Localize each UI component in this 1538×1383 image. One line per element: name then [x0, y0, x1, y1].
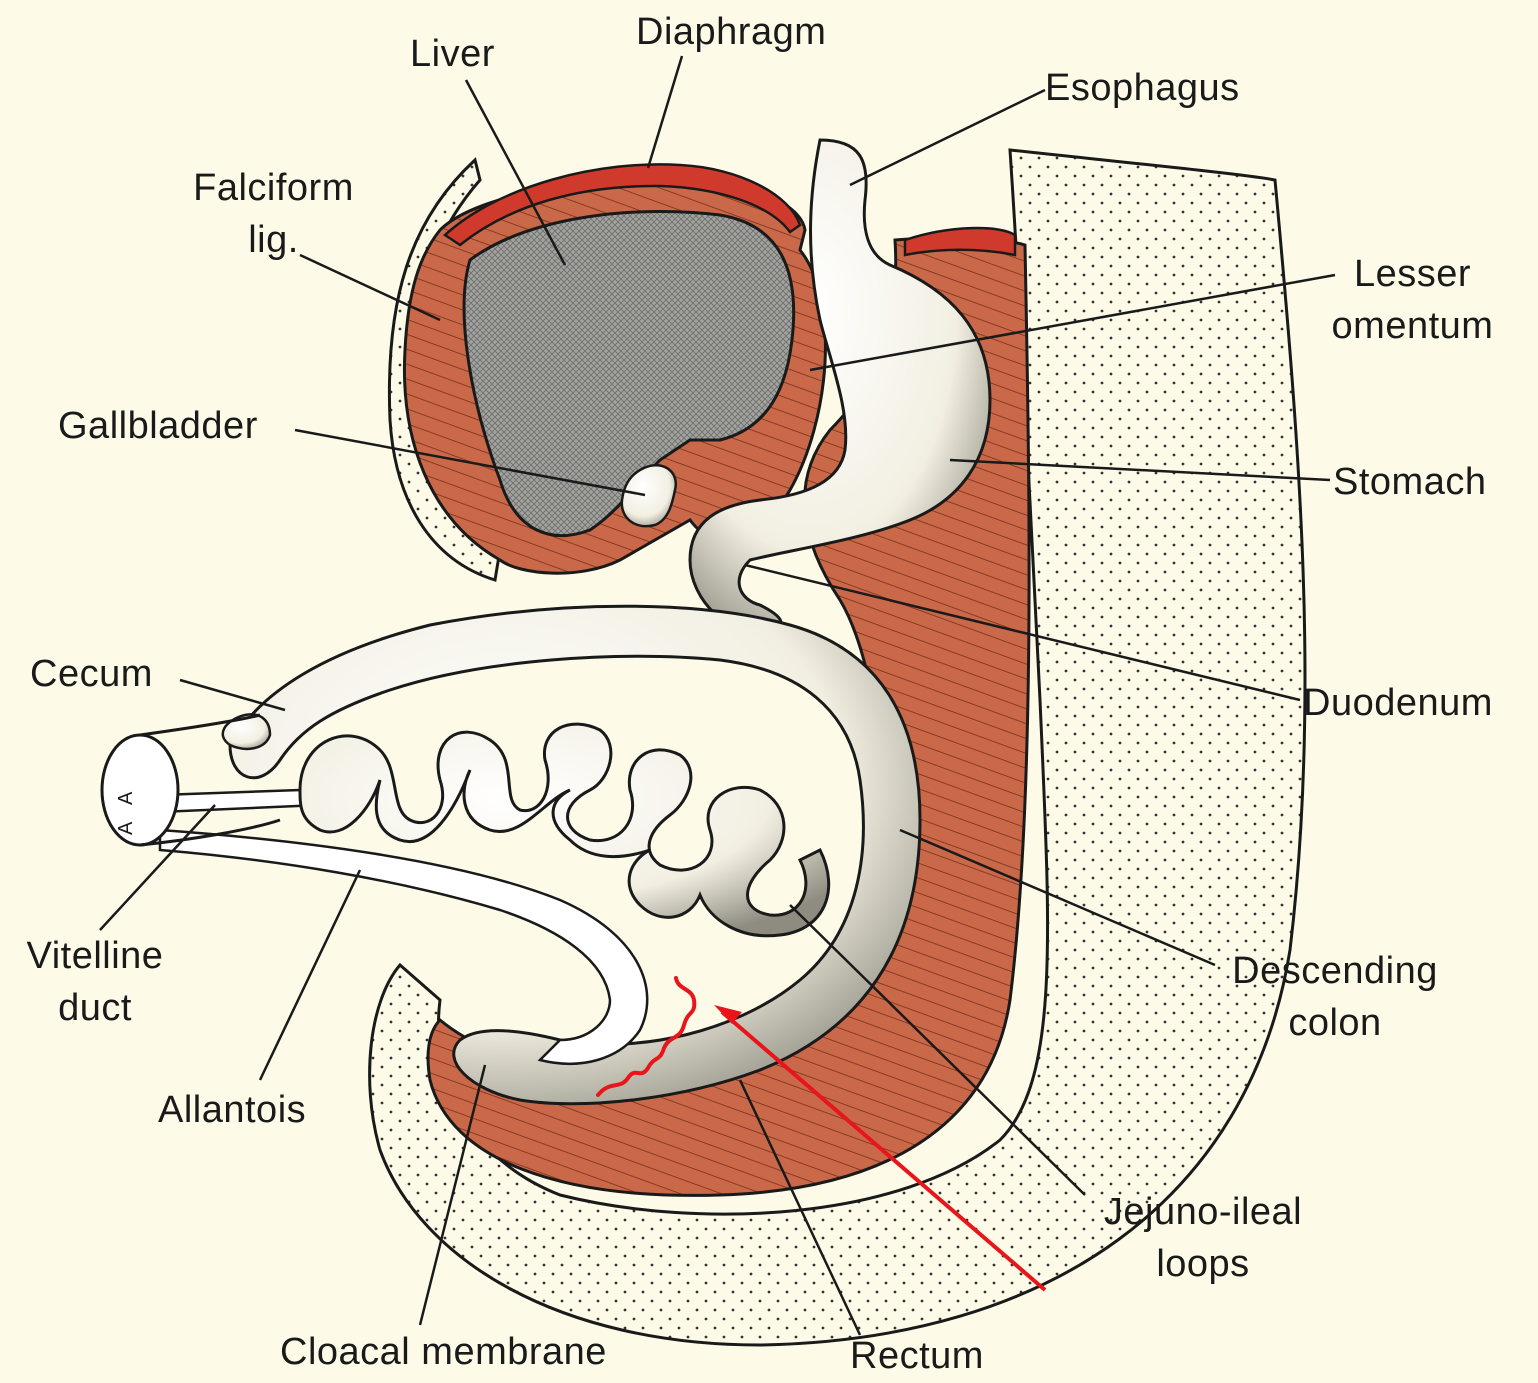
label-falciform-line2: lig.	[176, 214, 371, 266]
label-liver-text: Liver	[410, 28, 495, 80]
label-allantois: Allantois	[158, 1084, 306, 1136]
label-diaphragm-text: Diaphragm	[636, 6, 826, 58]
label-gallbladder-text: Gallbladder	[58, 400, 258, 452]
label-gallbladder: Gallbladder	[58, 400, 258, 452]
label-descending-colon-line2: colon	[1210, 997, 1460, 1049]
label-diaphragm: Diaphragm	[636, 6, 826, 58]
label-cecum-text: Cecum	[30, 648, 153, 700]
stalk-letter-lower: A	[115, 821, 137, 835]
stalk-letter-upper: A	[115, 791, 137, 805]
label-falciform-lig: Falciform lig.	[176, 162, 371, 266]
label-allantois-text: Allantois	[158, 1084, 306, 1136]
label-duodenum: Duodenum	[1303, 677, 1493, 729]
label-cloacal-membrane-text: Cloacal membrane	[280, 1326, 607, 1378]
label-rectum: Rectum	[850, 1330, 984, 1382]
label-liver: Liver	[410, 28, 495, 80]
umbilical-stalk	[102, 735, 178, 845]
label-vitelline-line2: duct	[10, 982, 180, 1034]
label-stomach-text: Stomach	[1333, 456, 1486, 508]
label-lesser-omentum: Lesser omentum	[1315, 248, 1510, 352]
label-jejuno-line2: loops	[1078, 1238, 1328, 1290]
label-vitelline-line1: Vitelline	[10, 930, 180, 982]
label-esophagus: Esophagus	[1045, 62, 1240, 114]
label-rectum-text: Rectum	[850, 1330, 984, 1382]
label-jejuno-ileal-loops: Jejuno-ileal loops	[1078, 1186, 1328, 1290]
label-duodenum-text: Duodenum	[1303, 677, 1493, 729]
label-descending-colon-line1: Descending	[1210, 945, 1460, 997]
label-falciform-line1: Falciform	[176, 162, 371, 214]
label-jejuno-line1: Jejuno-ileal	[1078, 1186, 1328, 1238]
label-esophagus-text: Esophagus	[1045, 62, 1240, 114]
label-lesser-omentum-line2: omentum	[1315, 300, 1510, 352]
label-vitelline-duct: Vitelline duct	[10, 930, 180, 1034]
label-descending-colon: Descending colon	[1210, 945, 1460, 1049]
label-cecum: Cecum	[30, 648, 153, 700]
label-cloacal-membrane: Cloacal membrane	[280, 1326, 607, 1378]
label-stomach: Stomach	[1333, 456, 1486, 508]
label-lesser-omentum-line1: Lesser	[1315, 248, 1510, 300]
